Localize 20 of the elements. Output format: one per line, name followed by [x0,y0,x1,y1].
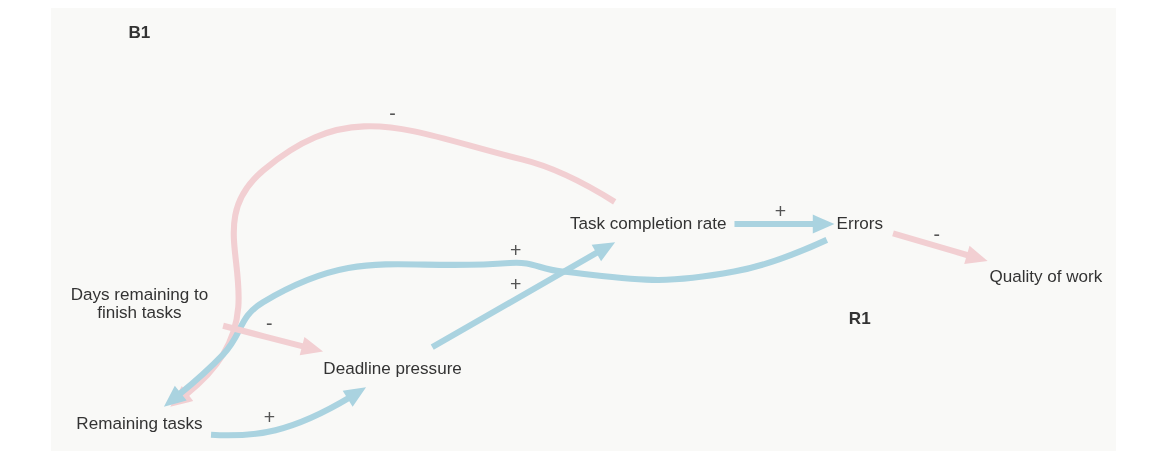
edge-label: + [509,272,521,295]
edge-label: + [263,405,275,428]
label: B1 [127,23,150,43]
node-text: Deadline pressure [322,358,462,378]
arrow [221,322,323,356]
edge-label: - [388,102,396,125]
arrow [430,242,615,350]
node-text: Errors [836,213,883,233]
node-text: Days remaining to finish tasks [70,284,208,323]
arrow [734,214,834,234]
edge-label: + [774,199,786,222]
node-text: Task completion rate [569,213,726,233]
edge-label: - [932,222,940,245]
node-text: Remaining tasks [75,413,203,433]
arrow [891,230,988,265]
node-text: Quality of work [988,267,1102,287]
arrow [210,387,366,439]
edge-label: + [509,238,521,261]
edge-label: - [265,311,273,334]
label: R1 [848,308,871,328]
